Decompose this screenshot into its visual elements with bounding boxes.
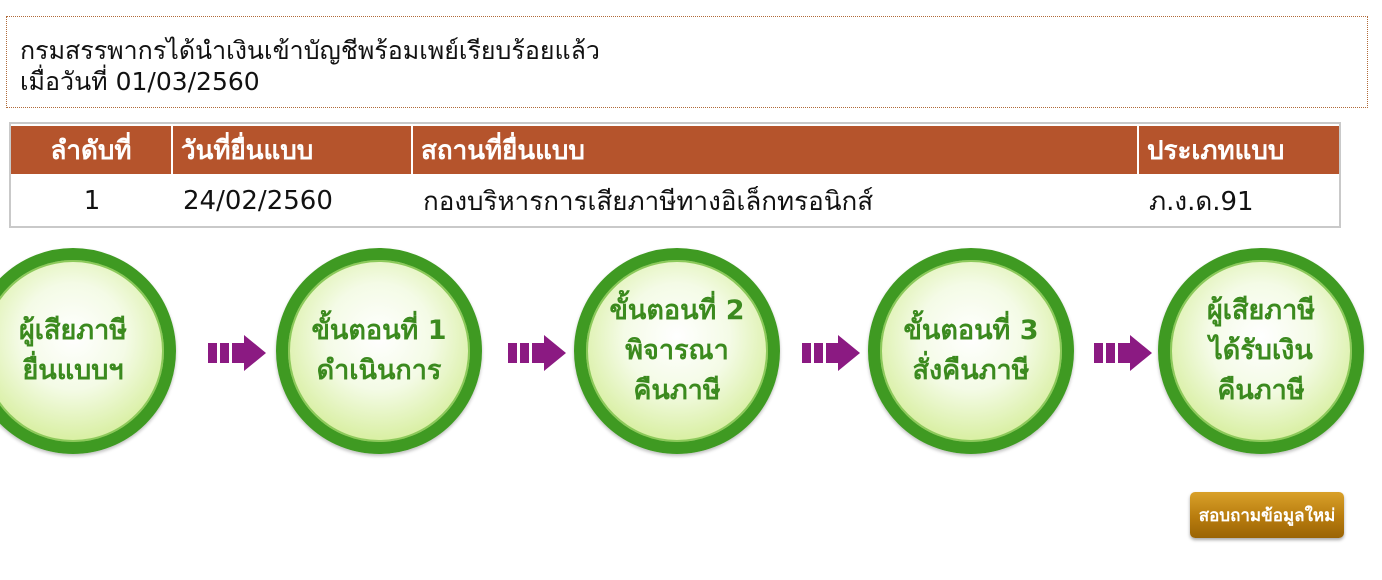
step-3-order-refund: ขั้นตอนที่ 3 สั่งคืนภาษี	[868, 248, 1074, 454]
step-label: ดำเนินการ	[316, 355, 442, 386]
column-header-sequence: ลำดับที่	[11, 126, 173, 174]
step-label: คืนภาษี	[633, 375, 721, 406]
step-label: ได้รับเงิน	[1209, 335, 1313, 366]
step-label: ขั้นตอนที่ 1	[311, 315, 447, 346]
arrow-right-icon	[508, 335, 566, 371]
column-header-form-type: ประเภทแบบ	[1147, 135, 1285, 166]
filing-table: ลำดับที่ วันที่ยื่นแบบ สถานที่ยื่นแบบ ปร…	[9, 122, 1341, 228]
cell-form-type: ภ.ง.ด.91	[1149, 186, 1254, 217]
step-label: ยื่นแบบฯ	[22, 355, 124, 386]
step-2-review-refund: ขั้นตอนที่ 2 พิจารณา คืนภาษี	[574, 248, 780, 454]
arrow-right-icon	[208, 335, 266, 371]
step-label: ขั้นตอนที่ 3	[903, 315, 1039, 346]
step-taxpayer-files: ผู้เสียภาษี ยื่นแบบฯ	[0, 248, 176, 454]
step-label: คืนภาษี	[1217, 375, 1305, 406]
refund-process-flow: ผู้เสียภาษี ยื่นแบบฯ ขั้นตอนที่ 1 ดำเนิน…	[0, 240, 1382, 480]
column-header-filing-place: สถานที่ยื่นแบบ	[413, 126, 1139, 174]
arrow-right-icon	[1094, 335, 1152, 371]
table-header-row: ลำดับที่ วันที่ยื่นแบบ สถานที่ยื่นแบบ ปร…	[11, 126, 1339, 174]
cell-filing-place: กองบริหารการเสียภาษีทางอิเล็กทรอนิกส์	[423, 186, 874, 217]
refund-notice: กรมสรรพากรได้นำเงินเข้าบัญชีพร้อมเพย์เรี…	[6, 16, 1368, 108]
arrow-right-icon	[802, 335, 860, 371]
column-header-filing-date: วันที่ยื่นแบบ	[173, 126, 413, 174]
cell-sequence: 1	[83, 186, 101, 216]
notice-message: กรมสรรพากรได้นำเงินเข้าบัญชีพร้อมเพย์เรี…	[20, 36, 600, 65]
step-label: ผู้เสียภาษี	[18, 315, 128, 346]
step-taxpayer-receives-refund: ผู้เสียภาษี ได้รับเงิน คืนภาษี	[1158, 248, 1364, 454]
step-1-processing: ขั้นตอนที่ 1 ดำเนินการ	[276, 248, 482, 454]
notice-date: เมื่อวันที่ 01/03/2560	[20, 67, 260, 96]
step-label: สั่งคืนภาษี	[912, 355, 1030, 386]
table-row: 1 24/02/2560 กองบริหารการเสียภาษีทางอิเล…	[11, 176, 1339, 226]
new-inquiry-button[interactable]: สอบถามข้อมูลใหม่	[1190, 492, 1344, 538]
step-label: ขั้นตอนที่ 2	[609, 295, 745, 326]
step-label: ผู้เสียภาษี	[1206, 295, 1316, 326]
step-label: พิจารณา	[625, 335, 729, 366]
cell-filing-date: 24/02/2560	[183, 186, 333, 216]
